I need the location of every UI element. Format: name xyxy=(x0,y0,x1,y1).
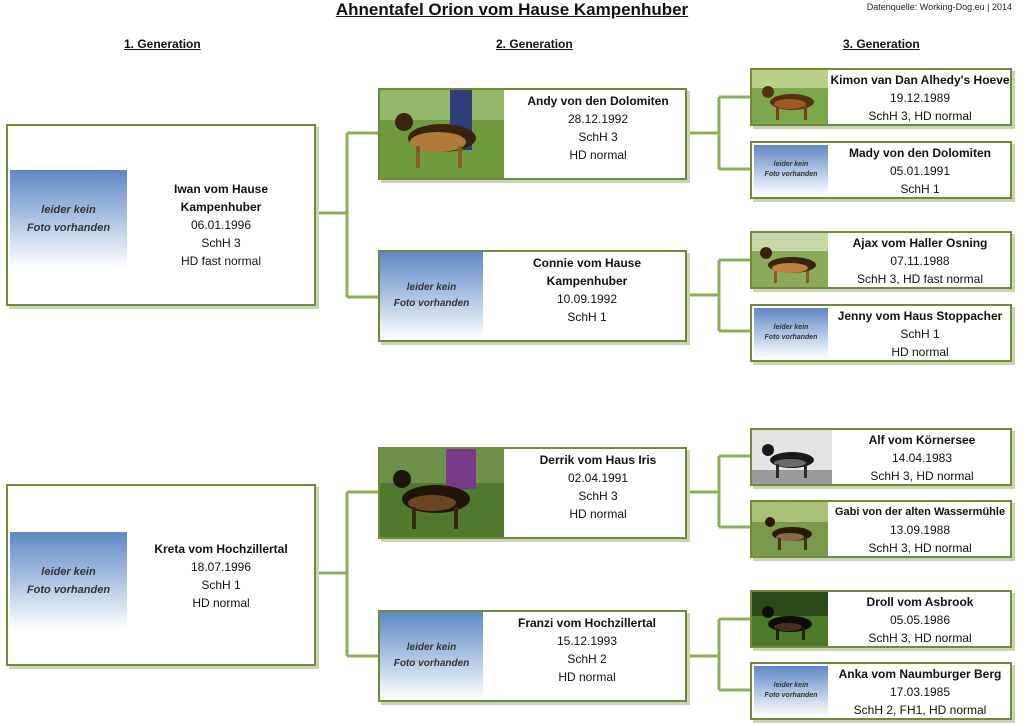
hd-line: HD normal xyxy=(192,596,250,610)
dog-photo-illustration xyxy=(380,90,504,178)
dog-name: Kampenhuber xyxy=(546,274,628,288)
title-line: SchH 3, HD normal xyxy=(868,541,972,555)
no-photo-placeholder: leider kein Foto vorhanden xyxy=(380,612,483,700)
title-line: SchH 1 xyxy=(201,578,241,592)
hd-line: HD normal xyxy=(891,345,949,359)
page-title: Ahnentafel Orion vom Hause Kampenhuber xyxy=(335,0,689,19)
gen3-card-jenny: leider kein Foto vorhanden Jenny vom Hau… xyxy=(750,304,1012,362)
dog-name: Andy von den Dolomiten xyxy=(527,94,669,108)
dog-name: Iwan vom Hause xyxy=(173,182,269,196)
dog-name: Connie vom Hause xyxy=(532,256,642,270)
birth-date: 02.04.1991 xyxy=(567,471,629,485)
dog-name: Franzi vom Hochzillertal xyxy=(517,616,657,630)
title-line: SchH 3 xyxy=(201,236,241,250)
dog-name: Ajax vom Haller Osning xyxy=(852,236,988,250)
generation-2-heading: 2. Generation xyxy=(496,37,573,51)
birth-date: 07.11.1988 xyxy=(890,254,950,268)
no-photo-placeholder: leider kein Foto vorhanden xyxy=(10,170,127,268)
birth-date: 06.01.1996 xyxy=(190,218,252,232)
birth-date: 19.12.1989 xyxy=(889,91,951,105)
dog-photo xyxy=(380,90,504,178)
no-photo-placeholder: leider kein Foto vorhanden xyxy=(754,145,828,195)
title-line: SchH 1 xyxy=(900,327,940,341)
birth-date: 05.01.1991 xyxy=(889,164,951,178)
title-line: SchH 3, HD normal xyxy=(870,469,974,483)
generation-3-heading: 3. Generation xyxy=(843,37,920,51)
gen3-card-droll: Droll vom Asbrook 05.05.1986 SchH 3, HD … xyxy=(750,590,1012,648)
dog-photo-illustration xyxy=(752,233,828,287)
no-photo-placeholder: leider kein Foto vorhanden xyxy=(10,532,127,630)
title-line: SchH 3 xyxy=(578,489,618,503)
gen2-card-franzi: leider kein Foto vorhanden Franzi vom Ho… xyxy=(378,610,687,702)
no-photo-placeholder: leider kein Foto vorhanden xyxy=(380,252,483,340)
title-line: SchH 3, HD fast normal xyxy=(856,272,984,286)
dog-photo xyxy=(380,449,504,537)
dog-photo-illustration xyxy=(752,70,828,124)
title-line: SchH 3 xyxy=(578,130,618,144)
birth-date: 18.07.1996 xyxy=(190,560,252,574)
dog-name: Gabi von der alten Wassermühle xyxy=(834,506,1006,518)
gen3-card-alf: Alf vom Körnersee 14.04.1983 SchH 3, HD … xyxy=(750,428,1012,486)
dog-name: Kimon van Dan Alhedy's Hoeve xyxy=(830,73,1010,87)
dog-name: Kreta vom Hochzillertal xyxy=(154,542,288,556)
gen2-card-derrik: Derrik vom Haus Iris 02.04.1991 SchH 3 H… xyxy=(378,447,687,539)
dog-name: Droll vom Asbrook xyxy=(866,595,974,609)
birth-date: 10.09.1992 xyxy=(556,292,618,306)
gen1-father-card: leider kein Foto vorhanden Iwan vom Haus… xyxy=(6,124,316,306)
title-line: SchH 1 xyxy=(900,182,940,196)
dog-photo-illustration xyxy=(752,592,828,646)
dog-photo-illustration xyxy=(752,502,828,556)
dog-photo xyxy=(752,592,828,646)
gen3-card-anka: leider kein Foto vorhanden Anka vom Naum… xyxy=(750,662,1012,720)
birth-date: 15.12.1993 xyxy=(556,634,618,648)
hd-line: HD normal xyxy=(569,148,627,162)
title-line: SchH 3, HD normal xyxy=(868,631,972,645)
dog-name: Kampenhuber xyxy=(180,200,262,214)
generation-1-heading: 1. Generation xyxy=(124,37,201,51)
dog-photo-illustration xyxy=(380,449,504,537)
hd-line: HD fast normal xyxy=(180,254,262,268)
title-line: SchH 2 xyxy=(567,652,607,666)
data-source-note: Datenquelle: Working-Dog.eu | 2014 xyxy=(866,2,1012,12)
gen3-card-gabi: Gabi von der alten Wassermühle 13.09.198… xyxy=(750,500,1012,558)
dog-photo-illustration xyxy=(752,430,832,484)
birth-date: 28.12.1992 xyxy=(567,112,629,126)
title-line: SchH 3, HD normal xyxy=(868,109,972,123)
no-photo-placeholder: leider kein Foto vorhanden xyxy=(754,666,828,716)
birth-date: 05.05.1986 xyxy=(889,613,951,627)
gen2-card-andy: Andy von den Dolomiten 28.12.1992 SchH 3… xyxy=(378,88,687,180)
dog-name: Derrik vom Haus Iris xyxy=(539,453,657,467)
dog-name: Alf vom Körnersee xyxy=(868,433,976,447)
dog-name: Jenny vom Haus Stoppacher xyxy=(837,309,1003,323)
dog-photo xyxy=(752,233,828,287)
no-photo-placeholder: leider kein Foto vorhanden xyxy=(754,308,828,358)
dog-photo xyxy=(752,502,828,556)
hd-line: HD normal xyxy=(558,670,616,684)
gen3-card-mady: leider kein Foto vorhanden Mady von den … xyxy=(750,141,1012,199)
hd-line: HD normal xyxy=(569,507,627,521)
dog-photo xyxy=(752,430,832,484)
title-line: SchH 1 xyxy=(567,310,607,324)
gen3-card-ajax: Ajax vom Haller Osning 07.11.1988 SchH 3… xyxy=(750,231,1012,289)
gen1-mother-card: leider kein Foto vorhanden Kreta vom Hoc… xyxy=(6,484,316,666)
title-line: SchH 2, FH1, HD normal xyxy=(853,703,987,717)
birth-date: 13.09.1988 xyxy=(889,523,951,537)
dog-name: Mady von den Dolomiten xyxy=(848,146,991,160)
gen3-card-kimon: Kimon van Dan Alhedy's Hoeve 19.12.1989 … xyxy=(750,68,1012,126)
gen2-card-connie: leider kein Foto vorhanden Connie vom Ha… xyxy=(378,250,687,342)
dog-name: Anka vom Naumburger Berg xyxy=(838,667,1002,681)
birth-date: 14.04.1983 xyxy=(891,451,953,465)
birth-date: 17.03.1985 xyxy=(889,685,951,699)
dog-photo xyxy=(752,70,828,124)
